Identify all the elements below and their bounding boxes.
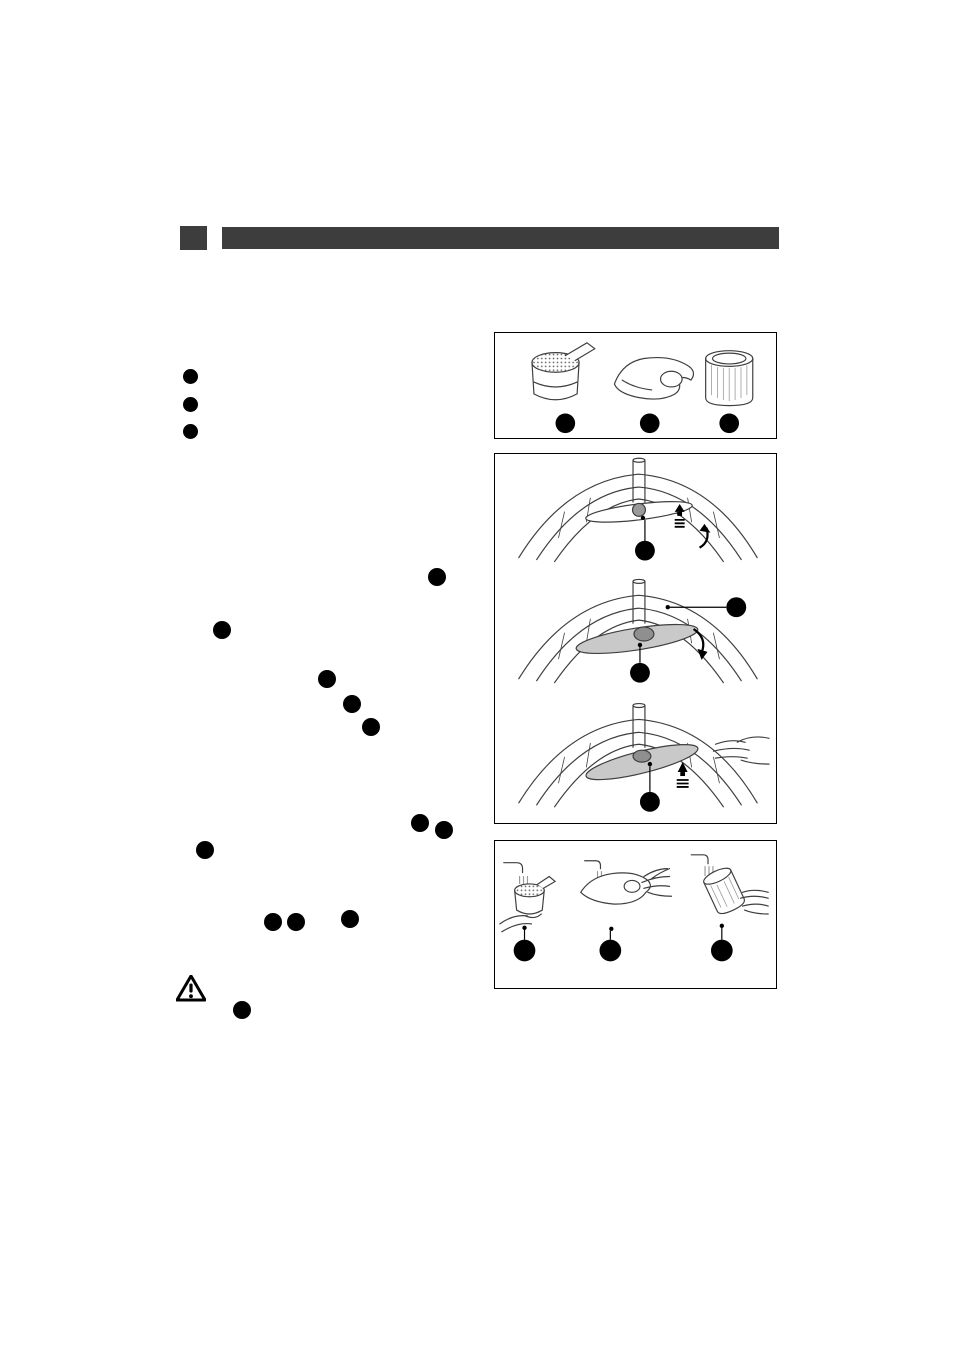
callout-dot: [719, 413, 740, 434]
rotate-arrow-icon: [692, 628, 708, 660]
spray-arm-steps-drawing: [518, 457, 770, 812]
callout-dot: [318, 670, 336, 688]
bullet-dot: [183, 397, 198, 412]
hand-icon: [499, 913, 542, 933]
rotate-arrow-icon: [698, 523, 711, 549]
figure-filter-components: [494, 332, 777, 439]
warning-triangle-icon: [176, 975, 206, 1002]
callout-dot: [639, 791, 660, 812]
callout-dot: [435, 821, 453, 839]
callout-dot: [411, 814, 429, 832]
rinse-coarse-filter-scene: [690, 854, 769, 915]
callout-dot: [635, 540, 655, 561]
callout-dot: [710, 939, 733, 962]
filter-components-drawing: [531, 342, 754, 434]
clean-microfilter-scene: [499, 862, 557, 933]
bullet-dot: [183, 369, 198, 384]
callout-dot: [287, 913, 305, 931]
callout-dot: [343, 695, 361, 713]
callout-dot: [341, 910, 359, 928]
hand-icon: [641, 868, 673, 897]
callout-dot: [213, 621, 231, 639]
coarse-filter-illustration: [705, 350, 754, 407]
callout-dot: [555, 413, 576, 434]
unscrew-arrow-icon: [674, 503, 685, 528]
microfilter-illustration: [531, 342, 596, 401]
figure-filter-cleaning: [494, 840, 777, 989]
flat-filter-illustration: [613, 356, 695, 400]
callout-dot: [630, 662, 650, 683]
clean-flat-filter-scene: [579, 860, 673, 905]
spray-arm-step-1: [518, 457, 758, 563]
filter-cleaning-drawing: [499, 854, 769, 962]
callout-dot: [362, 718, 380, 736]
callout-dot: [639, 413, 660, 434]
callout-dot: [726, 597, 747, 618]
section-title-bar: [222, 227, 779, 249]
callout-dot: [599, 939, 622, 962]
hand-icon: [712, 736, 770, 765]
callout-dot: [233, 1001, 251, 1019]
spray-arm-step-3: [518, 702, 770, 812]
spray-arm-step-2: [518, 578, 758, 684]
page-number-tab: [180, 226, 207, 250]
callout-dot: [196, 841, 214, 859]
callout-dot: [428, 568, 446, 586]
figure-spray-arm-steps: [494, 453, 777, 824]
hand-icon: [739, 889, 769, 915]
lift-arrow-icon: [676, 762, 689, 788]
callout-dot: [264, 913, 282, 931]
bullet-dot: [183, 424, 198, 439]
callout-dot: [513, 939, 536, 962]
